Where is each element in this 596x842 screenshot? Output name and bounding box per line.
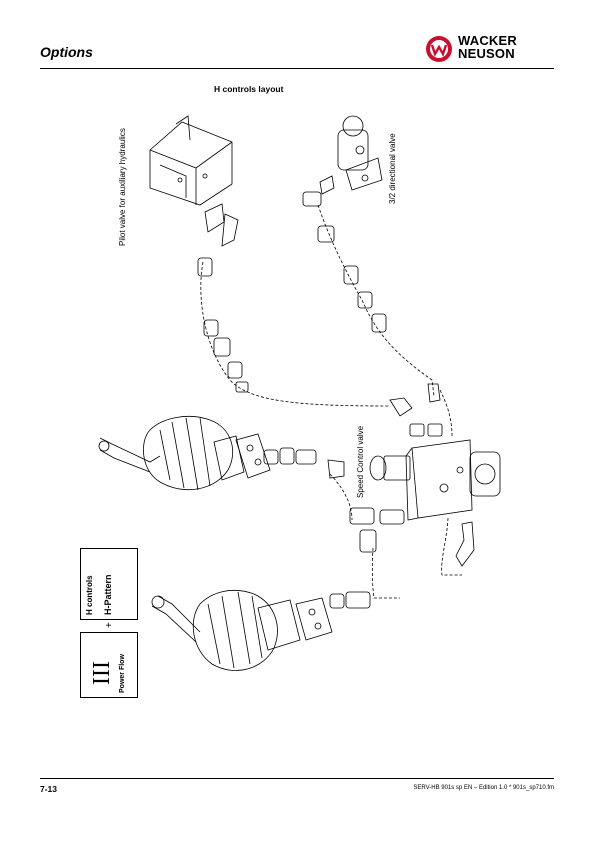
header-divider	[40, 68, 554, 69]
directional-valve	[302, 115, 387, 333]
brand-line-2: NEUSON	[458, 46, 515, 61]
brand-logo: WACKER NEUSON	[424, 34, 554, 64]
brand-line-1: WACKER	[458, 33, 517, 48]
elbow-fittings	[389, 383, 443, 437]
pilot-valve-bracket	[149, 115, 249, 393]
hose-lines	[200, 204, 462, 599]
upper-joystick	[98, 415, 271, 491]
power-flow-badge: III Power Flow	[80, 632, 138, 698]
h-pattern-text: H-Pattern	[103, 574, 113, 615]
plus-sign: +	[104, 622, 115, 628]
power-flow-text: Power Flow	[119, 654, 126, 693]
section-title: Options	[40, 44, 93, 60]
tee-fittings	[263, 447, 405, 609]
pilot-valve-label: Pilot valve for auxiliary hydraulics	[118, 128, 127, 246]
roman-three: III	[89, 661, 115, 685]
wacker-neuson-logo-icon	[426, 36, 452, 62]
page-number: 7-13	[40, 784, 58, 794]
figure-title: H controls layout	[214, 84, 284, 94]
footer-divider	[40, 778, 554, 779]
directional-valve-label: 3/2 directional valve	[388, 133, 397, 204]
h-controls-badge: H controls H-Pattern	[80, 548, 138, 620]
brand-name: WACKER NEUSON	[458, 34, 517, 60]
h-controls-text: H controls	[85, 575, 94, 615]
document-reference: SERV-HB 901s sp EN – Edition 1.0 * 901s_…	[413, 785, 554, 791]
speed-control-valve-label: Speed Control valve	[356, 425, 365, 498]
speed-control-valve	[369, 439, 501, 567]
lower-joystick	[151, 590, 333, 671]
